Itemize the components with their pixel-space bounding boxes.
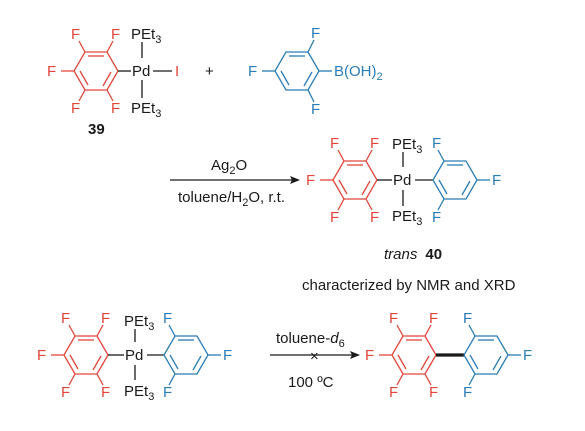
fluorine-label: F <box>330 135 339 152</box>
fluorine-label: F <box>47 63 56 80</box>
palladium-label: Pd <box>132 63 150 80</box>
fluorine-label: F <box>389 310 398 327</box>
phosphine-label: PEt3 <box>124 383 154 403</box>
phosphine-label: PEt3 <box>131 26 161 46</box>
fluorine-label: F <box>306 172 315 189</box>
phosphine-label: PEt3 <box>392 136 422 156</box>
fluorine-label: F <box>432 209 441 226</box>
fluorine-label: F <box>370 135 379 152</box>
fluorine-label: F <box>429 384 438 401</box>
difluorophenyl-ring <box>432 160 478 200</box>
fluorine-label: F <box>61 310 70 327</box>
compound-trans-40-reactant: F F F F F Pd PEt3 PEt3 F F F <box>37 310 232 403</box>
fluorine-label: F <box>370 209 379 226</box>
iodine-label: I <box>175 63 179 80</box>
fluorine-label: F <box>101 310 110 327</box>
fluorine-label: F <box>111 100 120 117</box>
plus-sign: + <box>205 63 214 80</box>
fluorine-label: F <box>163 310 172 327</box>
temperature-label: 100 ºC <box>288 374 334 391</box>
fluorine-label: F <box>463 310 472 327</box>
fluorine-label: F <box>111 26 120 43</box>
fluorine-label: F <box>523 347 532 364</box>
solvent-conditions-label: toluene/H2O, r.t. <box>178 189 285 209</box>
fluorine-label: F <box>248 63 257 80</box>
reaction-arrow-1: Ag2O toluene/H2O, r.t. <box>170 157 300 209</box>
fluorine-label: F <box>223 347 232 364</box>
blocked-cross-mark: × <box>310 348 319 365</box>
difluorophenyl-ring <box>163 335 209 375</box>
fluorine-label: F <box>432 135 441 152</box>
fluorine-label: F <box>389 384 398 401</box>
fluorine-label: F <box>429 310 438 327</box>
reaction-arrow-2: toluene-d6 × 100 ºC <box>270 330 360 391</box>
fluorine-label: F <box>463 384 472 401</box>
phosphine-label: PEt3 <box>392 208 422 228</box>
fluorine-label: F <box>71 100 80 117</box>
characterization-note: characterized by NMR and XRD <box>302 277 516 294</box>
phosphine-label: PEt3 <box>131 100 161 120</box>
fluorine-label: F <box>311 25 320 42</box>
fluorine-label: F <box>61 384 70 401</box>
difluorophenyl-ring <box>463 335 509 375</box>
fluorine-label: F <box>101 384 110 401</box>
solvent-label: toluene-d6 <box>276 330 345 350</box>
fluorine-label: F <box>37 347 46 364</box>
compound-number-39: 39 <box>88 121 105 138</box>
biaryl-product: F F F F F F F F <box>365 310 532 401</box>
fluorine-label: F <box>365 347 374 364</box>
phosphine-label: PEt3 <box>124 313 154 333</box>
fluorine-label: F <box>311 101 320 118</box>
reagent-label: Ag2O <box>211 157 247 177</box>
difluorophenylboronic-acid: F F F B(OH)2 <box>248 25 383 118</box>
palladium-label: Pd <box>393 172 411 189</box>
fluorine-label: F <box>330 209 339 226</box>
palladium-label: Pd <box>125 347 143 364</box>
boronic-acid-label: B(OH)2 <box>334 63 383 83</box>
fluorine-label: F <box>163 384 172 401</box>
fluorine-label: F <box>71 26 80 43</box>
fluorine-label: F <box>492 172 501 189</box>
compound-39: F F F F F Pd I PEt3 PEt3 39 <box>47 26 179 138</box>
